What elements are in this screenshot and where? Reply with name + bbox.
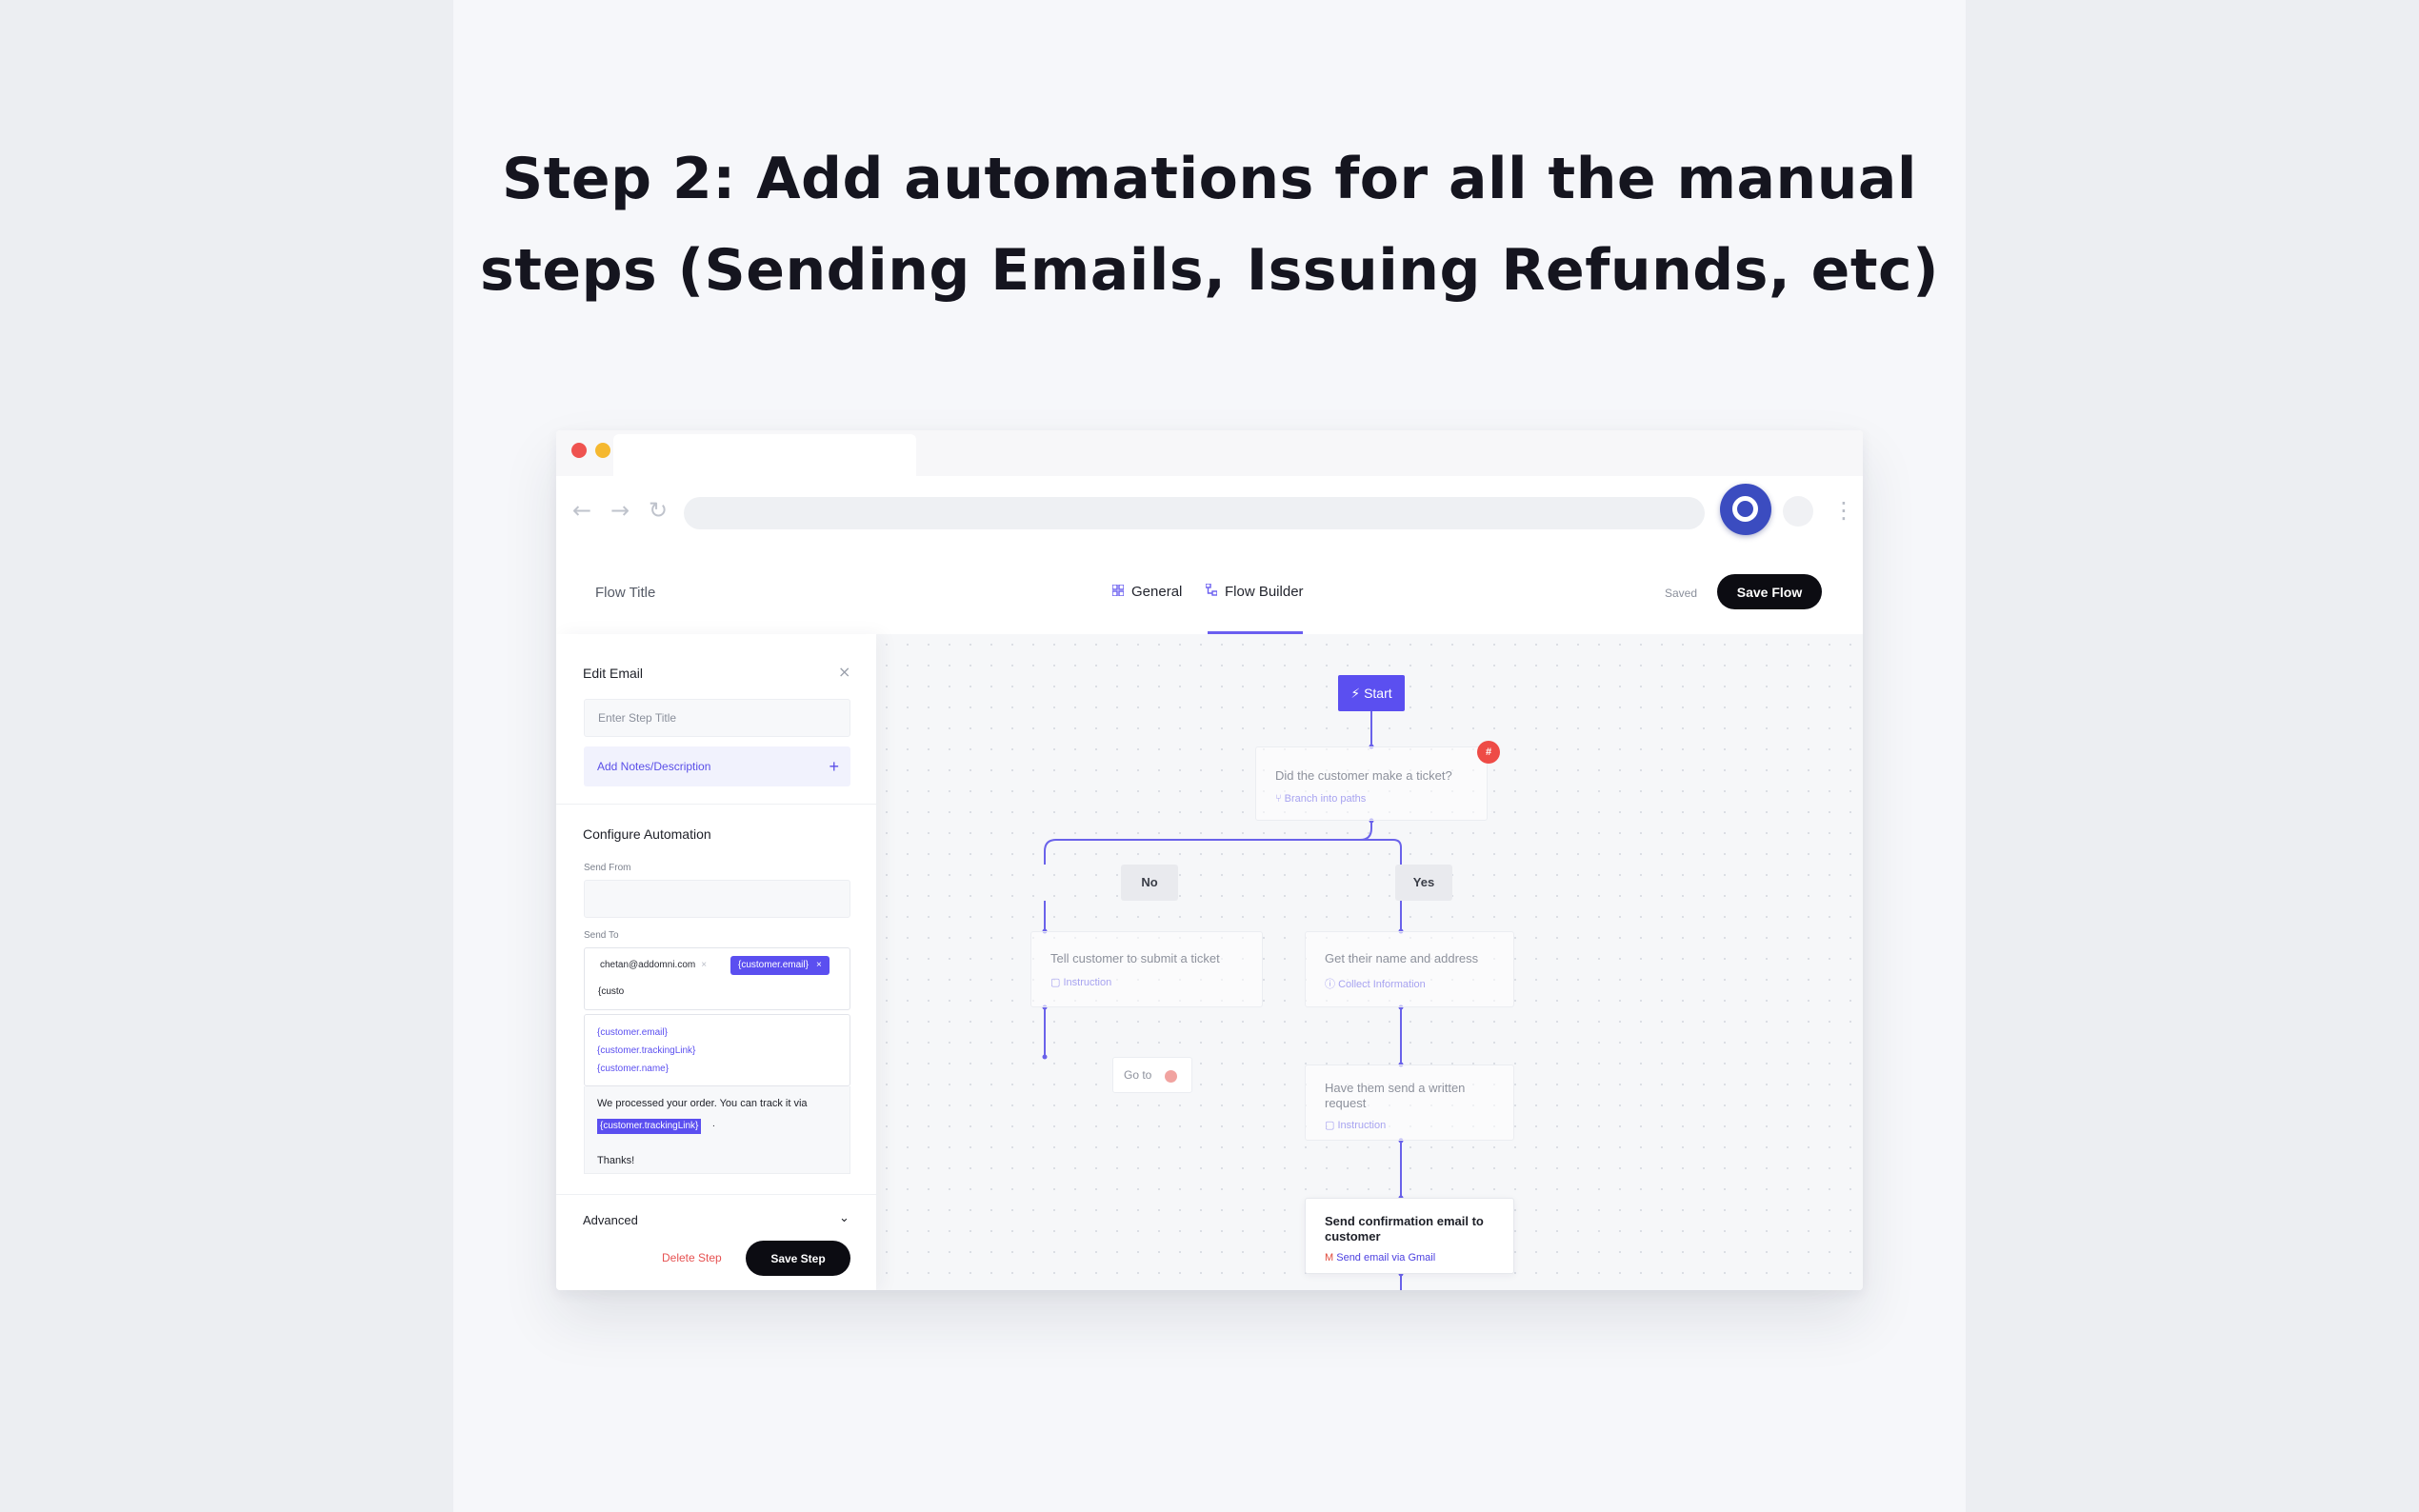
advanced-toggle[interactable]: Advanced [583,1213,638,1227]
tab-flow-builder-label: Flow Builder [1225,584,1304,600]
background-right [1966,0,2419,1512]
headline: Step 2: Add automations for all the manu… [453,133,1966,316]
branch-no[interactable]: No [1121,865,1178,901]
grid-icon [1111,584,1126,599]
step-title-input[interactable]: Enter Step Title [584,699,850,737]
tab-flow-builder[interactable]: Flow Builder [1205,583,1304,600]
flow-connectors [1042,711,1404,1290]
chevron-down-icon[interactable]: ⌄ [839,1211,850,1225]
plus-icon: + [829,757,839,776]
node-title: Did the customer make a ticket? [1275,768,1452,783]
remove-chip-icon[interactable]: × [701,960,708,970]
node-title: Send confirmation email to customer [1325,1214,1484,1243]
goto-label: Go to [1124,1068,1152,1082]
configure-automation-heading: Configure Automation [583,826,711,842]
node-subtitle: M Send email via Gmail [1325,1252,1435,1263]
headline-line-1: Step 2: Add automations for all the manu… [502,146,1917,212]
node-subtitle: ⓘ Collect Information [1325,976,1426,991]
remove-chip-icon[interactable]: × [815,960,822,970]
typed-text: {custo [598,986,625,997]
browser-tab[interactable] [613,434,916,476]
node-subtitle-label: Collect Information [1338,979,1426,990]
branch-icon: ⑂ [1275,793,1282,805]
flow-step-card[interactable]: Get their name and address ⓘ Collect Inf… [1305,931,1514,1007]
document-icon: ▢ [1050,977,1061,988]
browser-navbar: ← → ↻ ⋮ [556,476,1863,554]
edit-email-panel: Edit Email × Enter Step Title Add Notes/… [556,634,876,1290]
branch-yes[interactable]: Yes [1395,865,1452,901]
save-status: Saved [1665,587,1698,600]
suggestion-item[interactable]: {customer.email} [597,1027,668,1038]
recipient-chip[interactable]: chetan@addomni.com × [592,956,715,975]
document-icon: ▢ [1325,1120,1335,1131]
info-icon: ⓘ [1325,979,1335,990]
tree-icon [1205,583,1219,599]
browser-tabbar [556,430,1863,476]
window-minimize-dot[interactable] [595,443,610,458]
target-dot-icon [1165,1070,1177,1083]
flow-canvas[interactable]: ⚡ Start Did the customer make a ticket? … [876,634,1863,1290]
panel-divider [556,1194,876,1195]
suggestion-item[interactable]: {customer.name} [597,1064,670,1074]
start-label: Start [1364,686,1392,701]
send-to-input[interactable]: chetan@addomni.com × {customer.email} × {c… [584,947,850,1010]
app-header: Flow Title General Flow Builder Saved Sa… [556,554,1863,635]
node-subtitle: ⑂ Branch into paths [1275,793,1366,805]
hash-badge[interactable]: # [1477,741,1500,764]
node-title: Tell customer to submit a ticket [1050,951,1220,965]
save-step-button[interactable]: Save Step [746,1241,850,1276]
add-notes-button[interactable]: Add Notes/Description + [584,746,850,786]
address-bar[interactable] [684,497,1705,529]
start-node[interactable]: ⚡ Start [1338,675,1405,711]
node-subtitle-label: Instruction [1063,977,1112,988]
panel-divider [556,804,876,805]
close-icon[interactable]: × [838,663,851,681]
recipient-chip-label: chetan@addomni.com [600,960,696,970]
back-arrow-icon[interactable]: ← [571,497,592,524]
node-title: Get their name and address [1325,951,1479,965]
reload-icon[interactable]: ↻ [648,497,669,524]
save-flow-button[interactable]: Save Flow [1717,574,1822,609]
flow-step-card[interactable]: Tell customer to submit a ticket ▢ Instr… [1030,931,1263,1007]
browser-menu-icon[interactable]: ⋮ [1832,497,1855,524]
node-subtitle-label: Send email via Gmail [1336,1252,1436,1263]
variable-chip[interactable]: {customer.email} × [730,956,830,975]
active-tab-indicator [1208,631,1303,634]
suggestion-item[interactable]: {customer.trackingLink} [597,1045,696,1056]
background-left [0,0,453,1512]
send-from-label: Send From [584,863,631,873]
autocomplete-dropdown: {customer.email} {customer.trackingLink}… [584,1014,850,1086]
flow-step-card[interactable]: Have them send a written request ▢ Instr… [1305,1064,1514,1141]
send-to-label: Send To [584,930,619,941]
tab-general[interactable]: General [1111,584,1183,600]
tracking-link-variable[interactable]: {customer.trackingLink} [597,1119,702,1134]
node-subtitle-label: Branch into paths [1284,793,1367,805]
window-close-dot[interactable] [571,443,587,458]
gmail-icon: M [1325,1252,1334,1263]
delete-step-button[interactable]: Delete Step [662,1251,722,1264]
node-title: Have them send a written request [1325,1081,1466,1110]
panel-title: Edit Email [583,666,644,681]
variable-chip-label: {customer.email} [738,960,809,970]
node-subtitle: ▢ Instruction [1050,976,1111,988]
bolt-icon: ⚡ [1350,686,1361,701]
browser-window: ← → ↻ ⋮ Flow Title General Flow Builder … [556,430,1863,1290]
selected-step-card[interactable]: Send confirmation email to customer M Se… [1305,1198,1514,1274]
email-body-editor[interactable]: We processed your order. You can track i… [584,1086,850,1174]
extension-ring-icon[interactable] [1720,484,1771,535]
forward-arrow-icon[interactable]: → [610,497,630,524]
email-body-punctuation: . [712,1119,715,1129]
profile-avatar[interactable] [1783,496,1813,527]
tab-general-label: General [1131,584,1183,600]
node-subtitle-label: Instruction [1337,1120,1387,1131]
flow-title[interactable]: Flow Title [595,585,656,601]
email-body-line: We processed your order. You can track i… [597,1098,808,1109]
email-body-signoff: Thanks! [597,1155,635,1166]
add-notes-label: Add Notes/Description [597,760,711,773]
decision-node[interactable]: Did the customer make a ticket? ⑂ Branch… [1255,746,1488,821]
headline-line-2: steps (Sending Emails, Issuing Refunds, … [480,237,1939,304]
goto-node[interactable]: Go to [1112,1057,1192,1093]
send-from-input[interactable] [584,880,850,918]
node-subtitle: ▢ Instruction [1325,1119,1386,1131]
